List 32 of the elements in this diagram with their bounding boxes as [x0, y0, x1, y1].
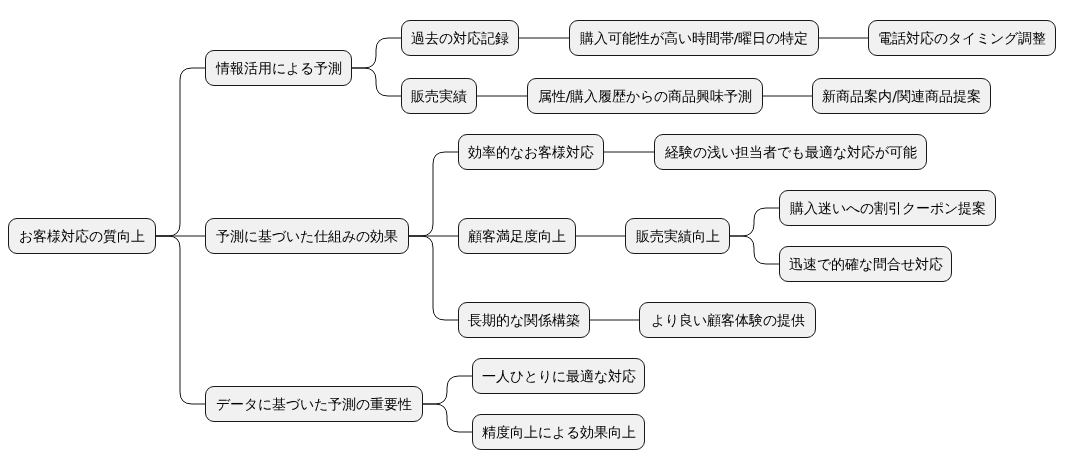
connector-line — [575, 235, 626, 237]
connector-line — [729, 235, 780, 265]
connector-line — [762, 95, 813, 97]
connector-line — [422, 403, 473, 433]
connector-line — [408, 235, 459, 321]
connector-line — [818, 37, 869, 39]
topic-box: より良い顧客体験の提供 — [639, 302, 816, 338]
topic-box: 一人ひとりに最適な対応 — [472, 358, 645, 394]
topic-box: 情報活用による予測 — [205, 50, 352, 86]
topic-box: 精度向上による効果向上 — [472, 414, 645, 450]
connector-line — [155, 235, 206, 405]
topic-box: 購入迷いへの割引クーポン提案 — [779, 190, 996, 226]
topic-box: 過去の対応記録 — [401, 20, 519, 56]
topic-box: 迅速で的確な問合せ対応 — [779, 246, 952, 282]
connector-line — [351, 67, 402, 97]
connector-line — [589, 319, 640, 321]
topic-box: 経験の浅い担当者でも最適な対応が可能 — [654, 134, 927, 170]
topic-box: 新商品案内/関連商品提案 — [812, 78, 991, 114]
connector-line — [476, 95, 528, 97]
topic-box: 効率的なお客様対応 — [458, 134, 604, 170]
topic-box: 顧客満足度向上 — [458, 218, 576, 254]
topic-box: 長期的な関係構築 — [458, 302, 590, 338]
topic-box: 購入可能性が高い時間帯/曜日の特定 — [569, 20, 819, 56]
topic-box: 電話対応のタイミング調整 — [868, 20, 1056, 56]
topic-box: 予測に基づいた仕組みの効果 — [205, 218, 409, 254]
topic-box: データに基づいた予測の重要性 — [205, 386, 423, 422]
connector-line — [518, 37, 570, 39]
topic-box: お客様対応の質向上 — [8, 218, 156, 254]
topic-box: 販売実績向上 — [625, 218, 730, 254]
connector-line — [603, 151, 655, 153]
topic-box: 属性/購入履歴からの商品興味予測 — [527, 78, 763, 114]
topic-box: 販売実績 — [401, 78, 477, 114]
